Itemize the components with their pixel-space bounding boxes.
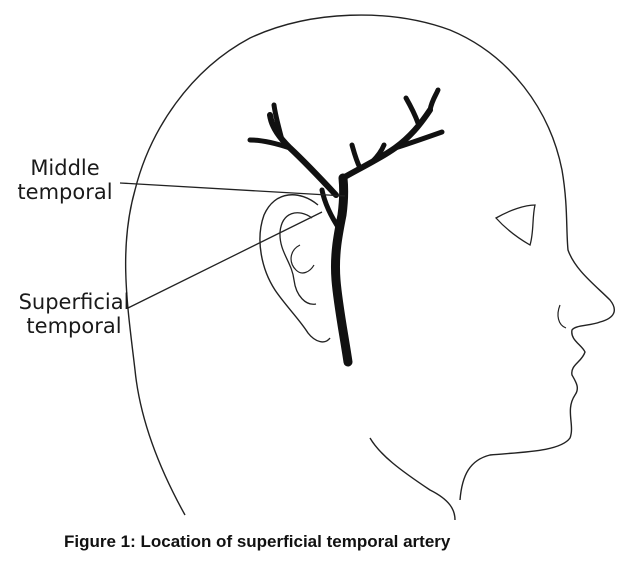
artery-frontal-twig-5 — [369, 142, 387, 165]
ear-outer — [259, 194, 331, 343]
head-outline — [124, 14, 616, 516]
ear-inner — [279, 212, 317, 305]
head-diagram — [119, 14, 616, 520]
artery-frontal-twig-3 — [403, 95, 421, 126]
superficial-temporal-artery — [247, 87, 445, 367]
artery-posterior-twig-2 — [271, 102, 285, 143]
label-middle-temporal-line2: temporal — [17, 180, 113, 204]
artery-posterior-twig-1 — [247, 137, 293, 151]
label-middle-temporal: Middle temporal — [8, 156, 122, 204]
leader-superficial-temporal — [127, 211, 323, 309]
nostril-line — [557, 304, 567, 329]
artery-trunk — [330, 173, 353, 367]
leader-middle-temporal — [119, 182, 346, 197]
label-superficial-temporal-line2: temporal — [26, 314, 122, 338]
ear-antihelix — [290, 244, 315, 274]
eye-shape — [494, 204, 536, 246]
label-superficial-temporal-line1: Superficial — [18, 290, 130, 314]
artery-middle-temporal — [319, 187, 343, 233]
artery-frontal-twig-4 — [349, 142, 363, 171]
label-superficial-temporal: Superficial temporal — [6, 290, 142, 338]
neck-line — [369, 437, 456, 520]
figure-caption: Figure 1: Location of superficial tempor… — [64, 532, 451, 551]
artery-frontal-twig-1 — [392, 129, 445, 151]
artery-frontal-twig-2 — [427, 87, 441, 113]
label-middle-temporal-line1: Middle — [30, 156, 100, 180]
